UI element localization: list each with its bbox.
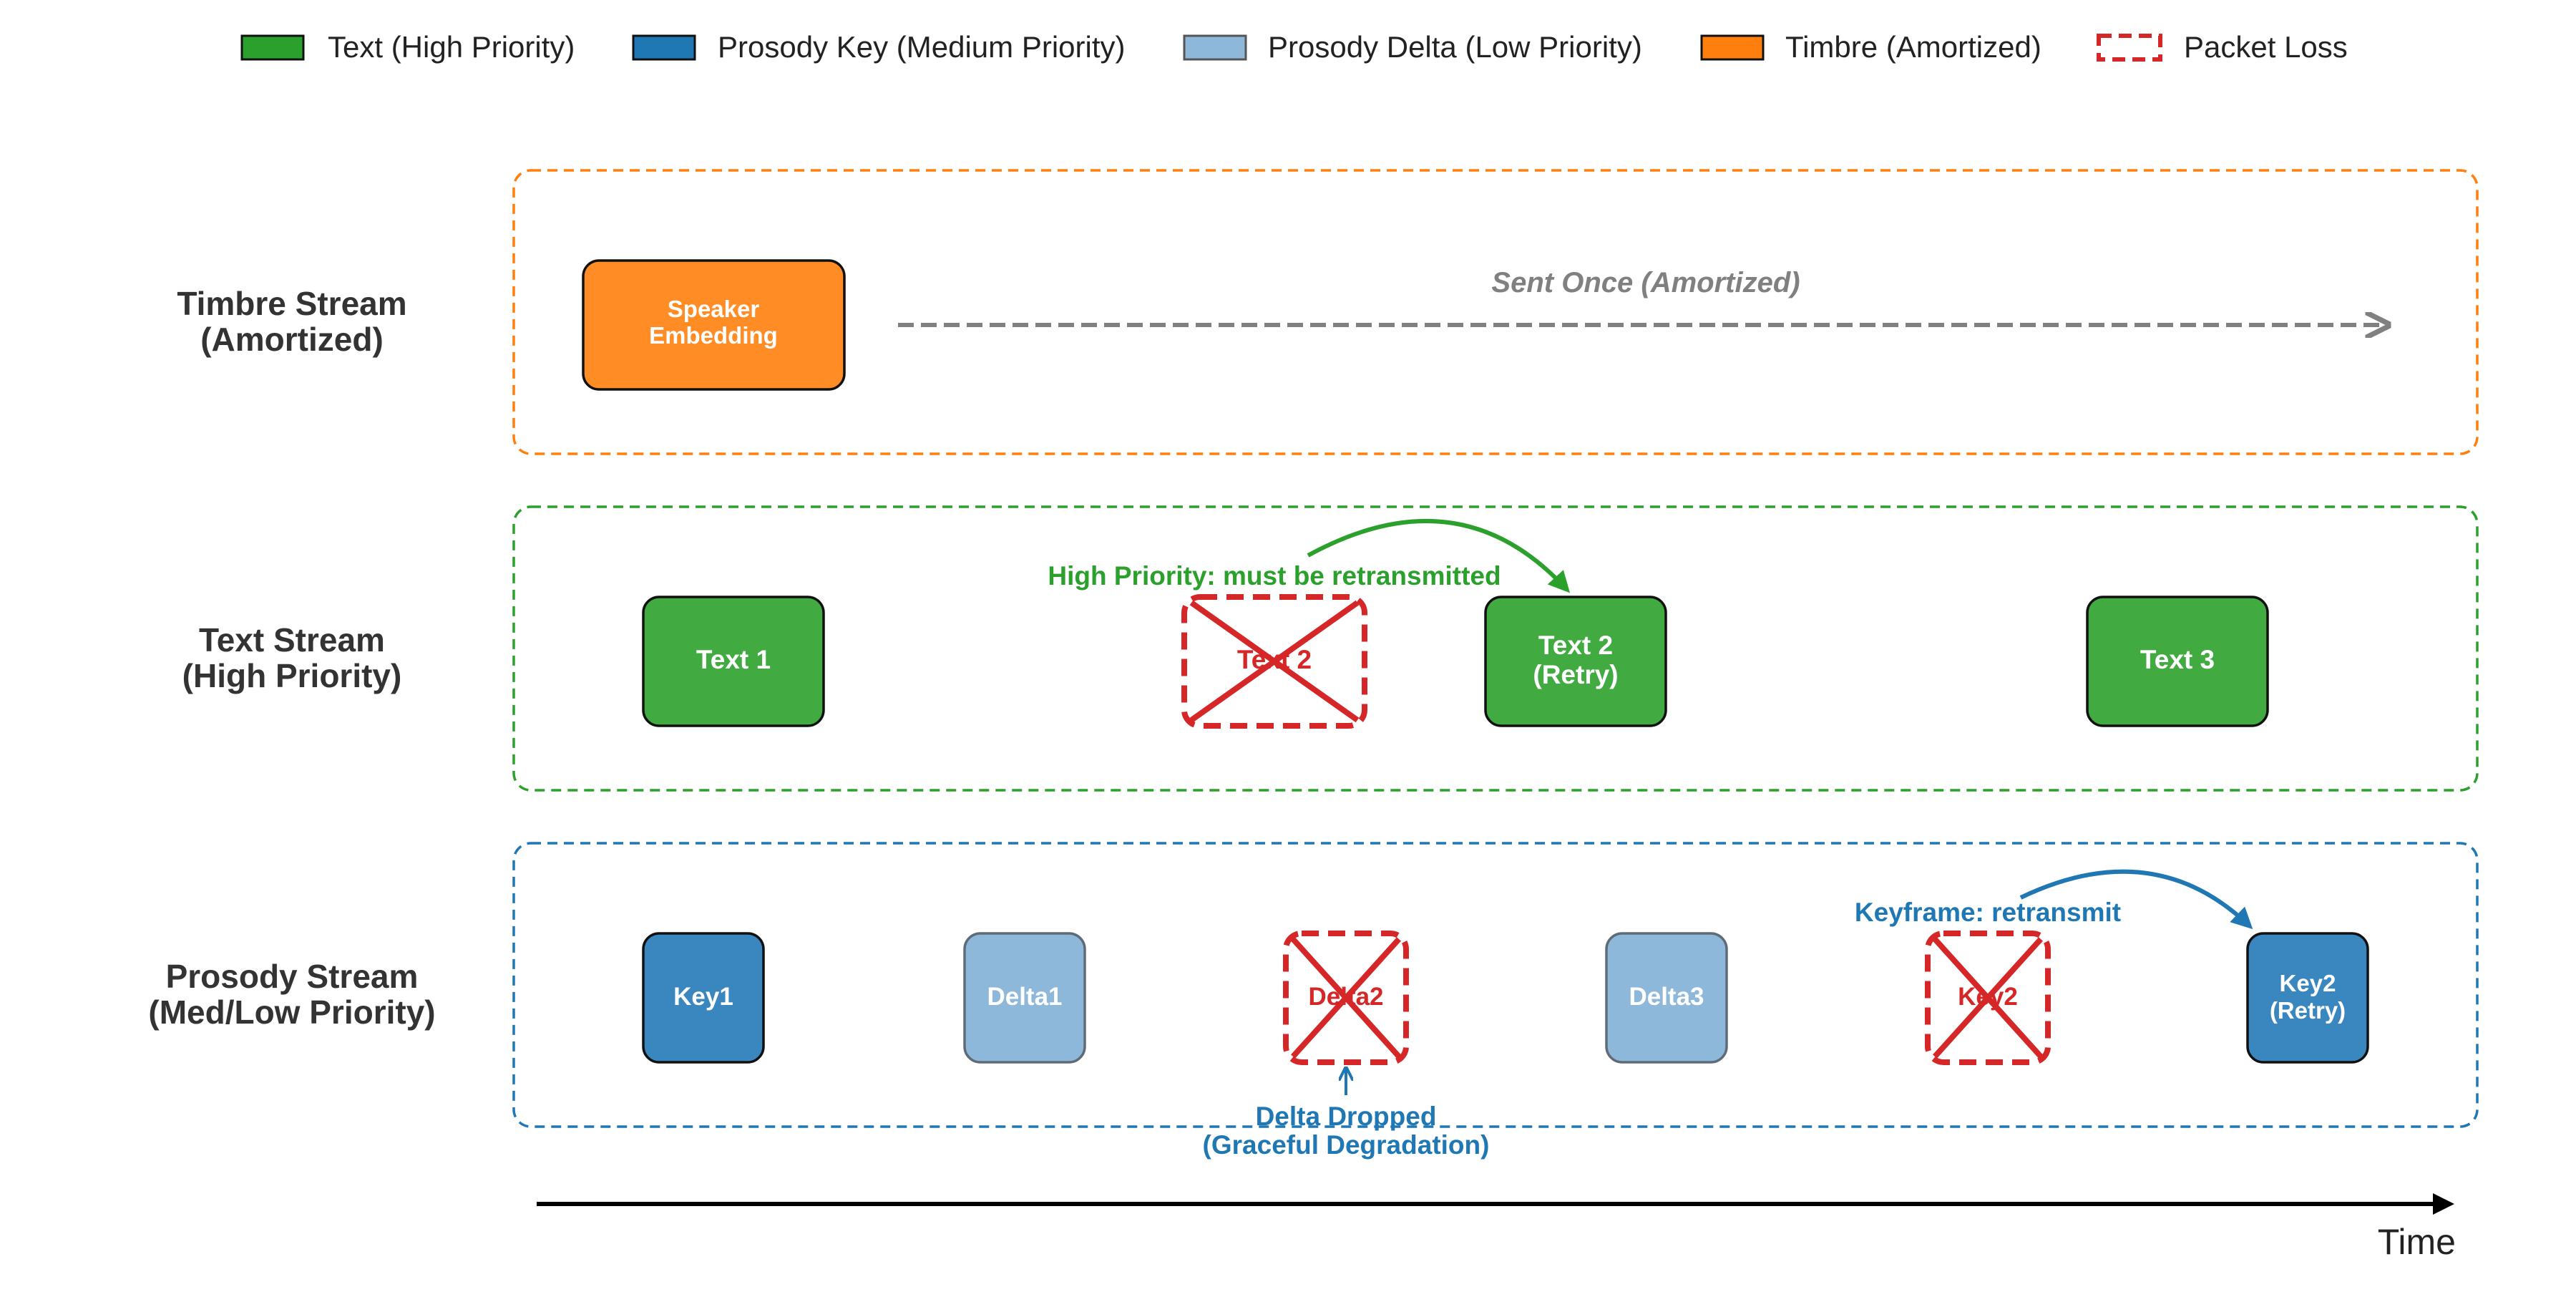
text-packet-text1-box [642, 596, 825, 727]
speaker-embedding-packet [582, 259, 846, 391]
timbre-stream-frame [512, 169, 2479, 455]
legend-item-text: Text (High Priority) [240, 30, 575, 64]
text-packet-text3-box [2086, 596, 2269, 727]
speaker-embedding-label-line1: Speaker [668, 296, 760, 322]
prosody-packet-delta1: Delta1 [963, 932, 1086, 1064]
text-packet-text1: Text 1 [642, 596, 825, 727]
prosody-stream-label-line1: Prosody Stream [166, 958, 419, 995]
legend-item-prosody-key: Prosody Key (Medium Priority) [632, 30, 1125, 64]
prosody-packet-delta3-box [1605, 932, 1728, 1064]
key-retransmit-annotation: Keyframe: retransmit [1855, 898, 2121, 927]
prosody-packet-key2-retry-box [2246, 932, 2369, 1064]
prosody-packet-key1-box [642, 932, 765, 1064]
prosody-packet-delta1-box [963, 932, 1086, 1064]
delta-dropped-note-line2: (Graceful Degradation) [1203, 1130, 1490, 1160]
prosody-packet-key2-lost: Key2 [1925, 931, 2051, 1065]
legend-label-packet-loss: Packet Loss [2184, 30, 2348, 64]
prosody-stream: Prosody Stream (Med/Low Priority) Key1 D… [148, 842, 2479, 1160]
prosody-packet-delta2-lost: Delta2 [1283, 931, 1409, 1065]
legend-item-packet-loss: Packet Loss [2097, 30, 2348, 64]
text-stream: Text Stream (High Priority) Text 1 Text … [182, 505, 2479, 792]
legend-label-prosody-delta: Prosody Delta (Low Priority) [1268, 30, 1642, 64]
sent-once-note: Sent Once (Amortized) [1491, 267, 1800, 298]
prosody-packet-delta3: Delta3 [1605, 932, 1728, 1064]
time-axis: Time [537, 1193, 2456, 1262]
prosody-packet-delta3-label: Delta3 [1629, 983, 1704, 1011]
prosody-packet-key2-retry-label-line1: Key2 [2280, 970, 2336, 996]
prosody-packet-delta2-lost-cross-b [1291, 937, 1401, 1059]
legend-swatch-prosody-key [632, 34, 696, 61]
legend-swatch-packet-loss [2097, 34, 2162, 62]
timbre-stream-label-line2: (Amortized) [200, 321, 384, 358]
text-packet-text3: Text 3 [2086, 596, 2269, 727]
text-retransmit-annotation: High Priority: must be retransmitted [1048, 561, 1501, 591]
legend-swatch-prosody-delta [1183, 34, 1247, 61]
legend: Text (High Priority) Prosody Key (Medium… [240, 30, 2348, 64]
prosody-stream-frame [512, 842, 2479, 1128]
timbre-stream-label-line1: Timbre Stream [177, 285, 406, 322]
text-packet-text2-retry-label-line1: Text 2 [1538, 631, 1613, 660]
legend-item-prosody-delta: Prosody Delta (Low Priority) [1183, 30, 1642, 64]
prosody-packet-key1-label: Key1 [673, 983, 733, 1011]
prosody-stream-label-line2: (Med/Low Priority) [148, 994, 435, 1031]
prosody-packet-key2-retry-label-line2: (Retry) [2270, 997, 2346, 1024]
text-stream-label-line1: Text Stream [199, 621, 385, 659]
text-stream-frame [512, 505, 2479, 792]
text-stream-label-line2: (High Priority) [182, 657, 402, 694]
delta-dropped-note-line1: Delta Dropped [1256, 1102, 1437, 1131]
legend-label-timbre: Timbre (Amortized) [1785, 30, 2041, 64]
prosody-packet-key2-retry: Key2 (Retry) [2246, 932, 2369, 1064]
prosody-packet-key2-lost-cross-b [1933, 937, 2043, 1059]
key-retransmit-arrow [2019, 869, 2253, 930]
text-packet-text2-retry: Text 2 (Retry) [1484, 596, 1667, 727]
text-packet-text2-lost-cross-b [1189, 600, 1360, 723]
text-retransmit-arrow [1307, 519, 1571, 593]
legend-swatch-text [240, 34, 305, 61]
legend-item-timbre: Timbre (Amortized) [1700, 30, 2041, 64]
speaker-embedding-label-line2: Embedding [649, 322, 778, 349]
legend-label-prosody-key: Prosody Key (Medium Priority) [718, 30, 1125, 64]
text-packet-text3-label: Text 3 [2140, 645, 2215, 674]
timbre-stream: Timbre Stream (Amortized) Speaker Embedd… [177, 169, 2479, 455]
legend-label-text: Text (High Priority) [328, 30, 575, 64]
text-packet-text2-lost: Text 2 [1181, 594, 1367, 729]
prosody-packet-delta1-label: Delta1 [987, 983, 1062, 1011]
text-packet-text2-retry-label-line2: (Retry) [1533, 660, 1618, 689]
legend-swatch-timbre [1700, 34, 1765, 61]
prosody-packet-key1: Key1 [642, 932, 765, 1064]
text-packet-text1-label: Text 1 [696, 645, 771, 674]
text-packet-text2-retry-box [1484, 596, 1667, 727]
time-axis-label: Time [2378, 1222, 2456, 1262]
